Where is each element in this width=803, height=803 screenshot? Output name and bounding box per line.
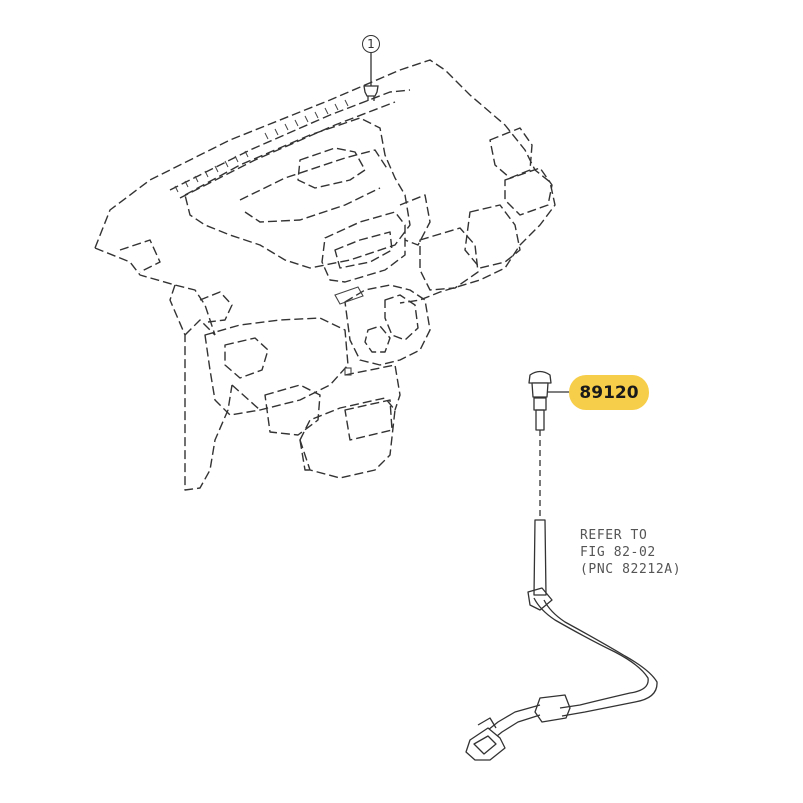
reference-note-line: (PNC 82212A) <box>580 562 682 577</box>
reference-note-line: REFER TO <box>580 528 648 543</box>
sensor-harness <box>465 370 658 761</box>
dashboard-outline <box>94 59 556 491</box>
dashboard-detail <box>334 286 364 376</box>
clip-part-1 <box>363 53 379 101</box>
reference-note: REFER TO FIG 82-02 (PNC 82212A) <box>580 527 681 578</box>
defroster-grille <box>174 99 349 193</box>
callout-marker: 1 <box>362 35 380 53</box>
reference-note-line: FIG 82-02 <box>580 545 656 560</box>
part-number-label[interactable]: 89120 <box>569 375 649 410</box>
